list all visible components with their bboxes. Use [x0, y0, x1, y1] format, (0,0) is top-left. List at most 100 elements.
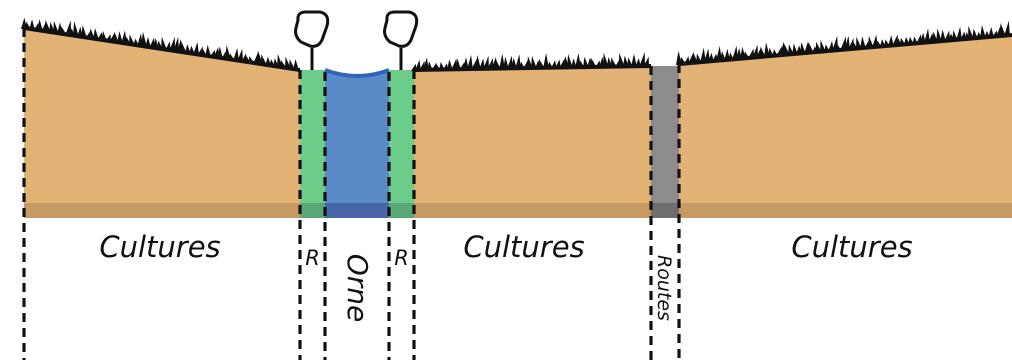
- grass-texture: [21, 17, 1010, 71]
- cultures-zone-right: [679, 35, 1012, 218]
- label-cultures-right: Cultures: [791, 230, 912, 264]
- soil-base-band: [24, 203, 1012, 218]
- grass-tuft: [676, 50, 682, 65]
- grass-tuft: [181, 41, 187, 54]
- grass-tuft: [888, 35, 894, 47]
- grass-tuft: [81, 25, 87, 39]
- grass-tuft: [511, 57, 517, 70]
- grass-tuft: [708, 52, 714, 63]
- grass-tuft: [451, 58, 457, 71]
- grass-tuft: [519, 61, 525, 70]
- label-cultures-left: Cultures: [99, 230, 220, 264]
- grass-tuft: [293, 59, 299, 71]
- label-river: Orne: [341, 254, 374, 323]
- grass-tuft: [21, 17, 27, 29]
- grass-tuft: [688, 51, 694, 64]
- grass-tuft: [101, 31, 107, 42]
- grass-tuft: [89, 28, 95, 40]
- grass-tuft: [233, 47, 239, 62]
- grass-tuft: [840, 36, 846, 51]
- riparian-strip-left: [300, 70, 325, 218]
- grass-tuft: [704, 48, 710, 63]
- grass-tuft: [744, 51, 750, 60]
- grass-tuft: [261, 54, 267, 66]
- tree-icon: [383, 10, 419, 70]
- grass-tuft: [728, 52, 734, 61]
- grass-tuft: [956, 26, 962, 41]
- grass-tuft: [117, 31, 123, 44]
- grass-tuft: [752, 44, 758, 59]
- grass-tuft: [165, 41, 171, 51]
- grass-tuft: [988, 26, 994, 38]
- grass-tuft: [289, 59, 295, 70]
- grass-tuft: [463, 57, 469, 71]
- grass-tuft: [700, 47, 706, 63]
- grass-tuft: [229, 53, 235, 61]
- label-cultures-middle: Cultures: [463, 230, 584, 264]
- grass-tuft: [455, 58, 461, 71]
- grass-tuft: [161, 36, 167, 51]
- grass-tuft: [828, 40, 834, 52]
- grass-tuft: [249, 55, 255, 64]
- grass-tuft: [141, 31, 147, 48]
- grass-tuft: [97, 32, 103, 41]
- grass-tuft: [507, 55, 513, 70]
- grass-tuft: [193, 42, 199, 56]
- grass-tuft: [53, 20, 59, 34]
- grass-tuft: [201, 49, 207, 57]
- grass-tuft: [912, 36, 918, 45]
- grass-tuft: [495, 58, 501, 70]
- grass-tuft: [121, 30, 127, 45]
- label-riparian-right: R: [394, 246, 409, 270]
- grass-tuft: [808, 42, 814, 54]
- river-surface-line: [324, 68, 390, 78]
- road-strip: [651, 66, 679, 218]
- grass-tuft: [567, 53, 573, 69]
- grass-tuft: [684, 56, 690, 65]
- grass-tuft: [547, 61, 553, 69]
- grass-tuft: [129, 34, 135, 46]
- grass-tuft: [479, 58, 485, 70]
- grass-tuft: [800, 42, 806, 55]
- grass-tuft: [189, 45, 195, 55]
- grass-tuft: [197, 46, 203, 56]
- grass-tuft: [732, 45, 738, 61]
- grass-tuft: [487, 57, 493, 70]
- grass-tuft: [555, 59, 561, 69]
- river-orne: [325, 70, 389, 218]
- grass-tuft: [447, 59, 453, 71]
- grass-tuft: [173, 36, 179, 53]
- grass-tuft: [483, 55, 489, 70]
- grass-tuft: [643, 56, 649, 68]
- grass-tuft: [265, 56, 271, 67]
- grass-tuft: [237, 48, 243, 62]
- grass-tuft: [716, 45, 722, 62]
- grass-tuft: [225, 44, 231, 61]
- grass-tuft: [419, 60, 425, 71]
- grass-tuft: [720, 51, 726, 62]
- grass-tuft: [696, 53, 702, 64]
- grass-tuft: [920, 32, 926, 44]
- grass-tuft: [551, 59, 557, 69]
- grass-tuft: [61, 26, 67, 36]
- grass-tuft: [924, 28, 930, 44]
- grass-tuft: [1000, 22, 1006, 37]
- grass-tuft: [93, 28, 99, 40]
- grass-tuft: [217, 46, 223, 59]
- grass-tuft: [543, 53, 549, 69]
- grass-tuft: [619, 52, 625, 68]
- grass-tuft: [776, 46, 782, 57]
- grass-tuft: [411, 63, 417, 71]
- cultures-zone-middle: [414, 66, 651, 218]
- grass-tuft: [591, 57, 597, 68]
- grass-tuft: [25, 21, 31, 30]
- grass-tuft: [515, 54, 521, 70]
- grass-tuft: [29, 19, 35, 31]
- grass-tuft: [724, 48, 730, 61]
- grass-tuft: [936, 28, 942, 43]
- grass-tuft: [133, 38, 139, 47]
- grass-tuft: [439, 61, 445, 71]
- grass-tuft: [848, 37, 854, 51]
- cultures-zone-left: [24, 28, 300, 218]
